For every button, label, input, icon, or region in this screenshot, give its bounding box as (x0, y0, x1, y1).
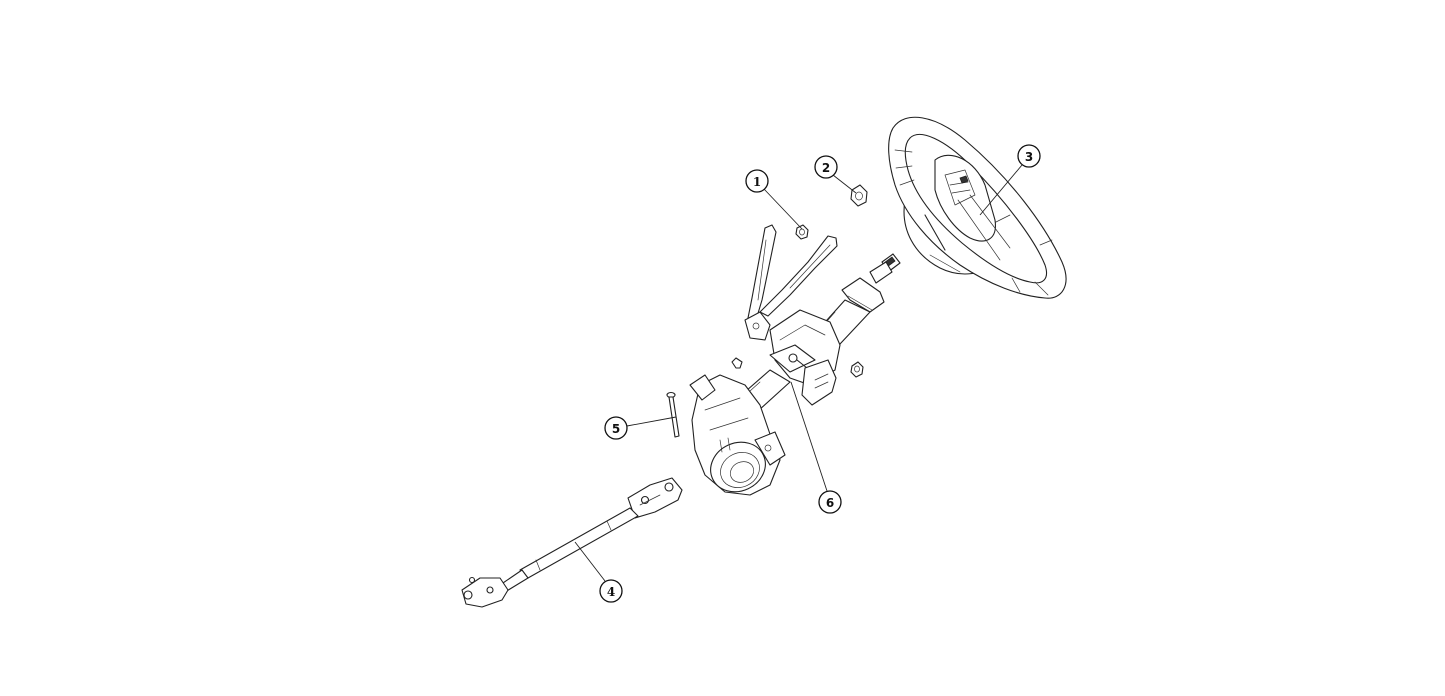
tilt-lever (747, 224, 838, 321)
leader-6 (790, 381, 828, 492)
callout-2: 2 (814, 155, 838, 179)
callout-label-6: 6 (826, 496, 834, 510)
callout-label-4: 4 (607, 585, 615, 599)
callout-label-2: 2 (822, 161, 830, 175)
callout-6: 6 (818, 490, 842, 514)
callout-label-1: 1 (753, 175, 761, 189)
callout-1: 1 (745, 169, 769, 193)
callout-4: 4 (599, 579, 623, 603)
callout-5: 5 (604, 416, 628, 440)
steering-wheel (888, 116, 1067, 299)
leader-4 (574, 541, 606, 582)
column-nut (850, 361, 864, 378)
leader-lines (574, 164, 1023, 582)
callout-3: 3 (1017, 144, 1041, 168)
leader-5 (626, 416, 677, 427)
eps-motor-housing (689, 374, 786, 496)
callout-label-3: 3 (1025, 150, 1033, 164)
steering-wheel-nut (850, 184, 868, 207)
callout-label-5: 5 (612, 422, 620, 436)
upper-column (744, 253, 901, 406)
bracket-nut (795, 224, 809, 240)
leader-2 (832, 174, 857, 194)
bolt (666, 391, 680, 438)
intermediate-shaft (461, 477, 683, 608)
leader-1 (763, 188, 803, 230)
leader-3 (979, 164, 1023, 216)
